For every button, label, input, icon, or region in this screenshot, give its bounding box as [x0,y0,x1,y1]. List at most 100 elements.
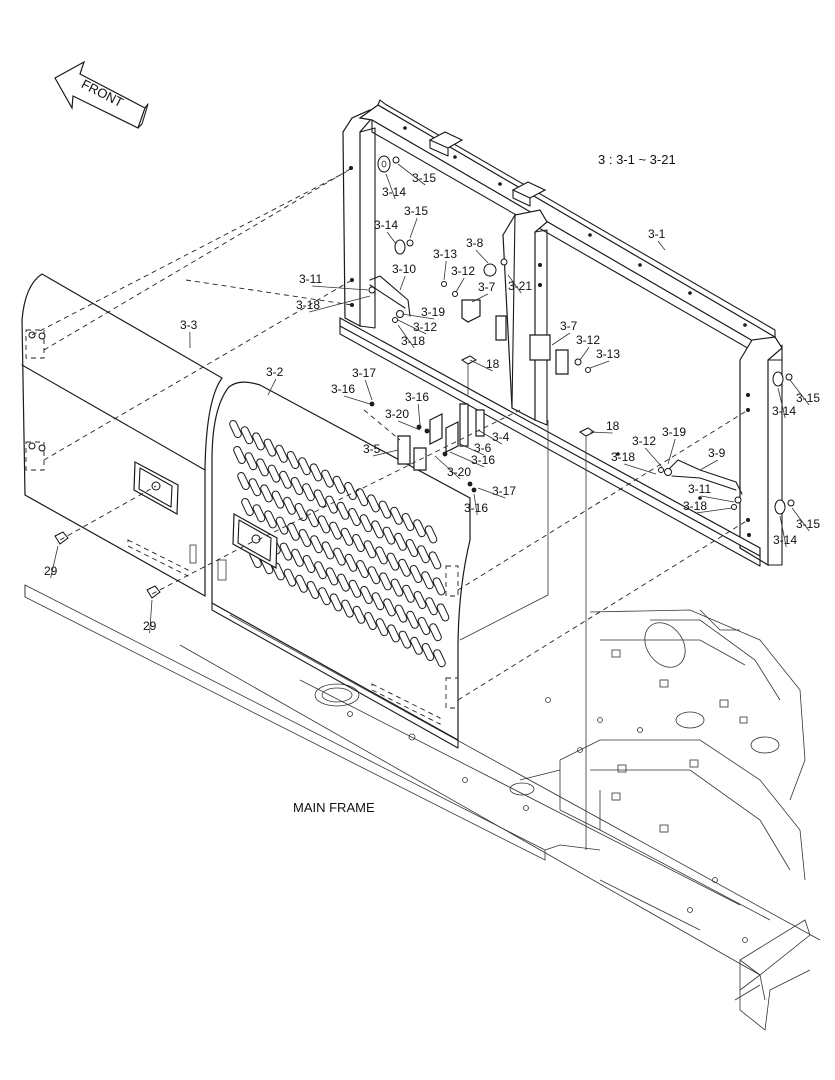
louver-slot [402,584,415,603]
leader-c16c [449,451,485,468]
leader-c10 [399,275,406,291]
louver-slot [398,630,412,649]
louver-slot [383,598,396,617]
callout-c6: 3-6 [474,441,492,455]
louver-slot [337,573,350,592]
louver-slot [413,519,426,538]
callout-c3: 3-3 [180,318,198,332]
louver-slot [286,451,300,469]
assembly-guide-lines [31,167,749,701]
callout-c1: 3-1 [648,227,666,241]
leader-c5 [372,449,399,457]
leader-c15c [789,379,810,406]
louver-slot [325,567,339,586]
louver-slot [425,597,438,616]
leader-c20a [398,420,421,431]
louver-slot [341,599,354,618]
leader-c8 [475,249,489,264]
louver-slot [364,612,377,630]
callout-c12c: 3-12 [576,333,600,347]
callout-c2: 3-2 [266,365,284,379]
callout-c14a: 3-14 [382,185,406,199]
callout-c11a: 3-11 [299,272,322,286]
leader-c16d [473,493,478,516]
leader-c13b [589,360,610,369]
louver-slot [318,587,331,606]
louver-slot [406,610,419,629]
leader-c9 [699,459,719,471]
callout-c14b: 3-14 [374,218,398,232]
louver-slot [260,484,273,503]
callout-c18a: 3-18 [296,298,320,312]
callout-c15d: 3-15 [796,517,820,531]
louver-slot [329,593,343,612]
louver-slot [409,565,423,583]
louver-slot [359,514,373,533]
louver-slot [332,475,346,494]
louver-slot [390,506,403,525]
louver-slot [344,553,358,572]
leader-c11a [312,285,369,291]
callout-c7a: 3-7 [478,280,496,294]
callout-c18f: 18 [606,419,620,433]
louver-slot [306,581,320,599]
louver-slot [378,500,392,519]
header-note: 3 : 3-1 ~ 3-21 [598,152,676,167]
louver-slot [429,623,442,642]
louver-slot [428,551,442,570]
louver-slot [336,501,350,520]
louver-slot [267,464,281,483]
louver-slot [295,574,308,593]
louver-slot [294,503,308,521]
louver-slot [355,488,369,507]
callout-c4: 3-4 [492,430,510,444]
louver-slot [290,477,304,495]
louver-slot [287,522,300,541]
leader-c7b [551,332,571,346]
leader-c18e [469,359,493,372]
leader-c17a [364,379,373,401]
louver-slot [233,446,246,464]
louver-slot [348,508,361,526]
callout-c18c: 3-18 [611,450,635,464]
callout-leader-lines [50,163,810,634]
leader-c18b [397,324,415,349]
louver-slot [394,532,407,551]
leader-c12d [644,447,663,468]
leader-c12c [579,346,590,361]
louver-slot [279,470,292,489]
louver-slot [394,604,408,623]
louver-slot [256,458,269,477]
louver-slot [283,568,297,587]
louver-slot [371,592,385,611]
louver-slot [405,539,419,557]
louver-slot [386,552,400,571]
louver-slot [252,432,265,451]
louver-slot [264,510,277,529]
callout-c29a: 29 [44,564,58,578]
louver-slot [344,482,357,500]
callout-c5: 3-5 [363,442,381,456]
callout-c16b: 3-16 [405,390,429,404]
leader-c29b [149,599,153,634]
louver-slot [421,571,434,590]
louver-slot [279,542,293,561]
louver-slot [275,444,288,463]
leader-c7a [471,293,489,303]
louver-slot [360,586,373,604]
leader-c20b [434,455,461,480]
louver-slot [271,490,285,509]
callout-c18e: 18 [486,357,500,371]
leader-c12b [397,319,427,335]
leader-c16a [344,395,371,405]
louver-slot [309,463,323,482]
callout-c15b: 3-15 [404,204,428,218]
callout-c16a: 3-16 [331,382,355,396]
louver-slot [302,483,315,502]
louver-slot [329,521,342,540]
rear-frame-3-1 [339,99,783,567]
leader-c12a [455,277,465,293]
